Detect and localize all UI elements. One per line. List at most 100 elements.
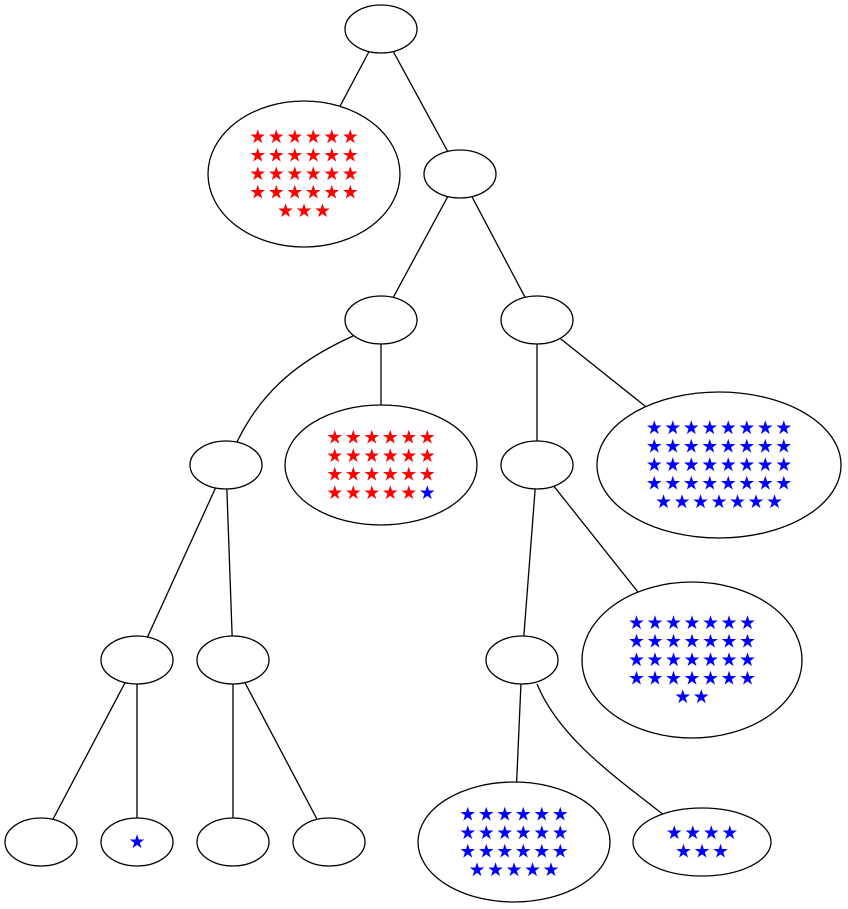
red-star-icon: ★ <box>419 463 436 485</box>
blue-star-icon: ★ <box>757 454 774 476</box>
blue-star-icon: ★ <box>712 840 729 862</box>
blue-star-icon: ★ <box>738 473 755 495</box>
blue-star-icon: ★ <box>655 491 672 513</box>
blue-star-icon: ★ <box>646 612 663 634</box>
blue-star-icon: ★ <box>468 859 485 881</box>
red-star-icon: ★ <box>400 445 417 467</box>
blue-star-icon: ★ <box>664 473 681 495</box>
red-star-icon: ★ <box>382 482 399 504</box>
blue-star-icon: ★ <box>683 436 700 458</box>
blue-star-icon: ★ <box>701 436 718 458</box>
node-n3 <box>344 295 418 345</box>
red-star-icon: ★ <box>382 426 399 448</box>
blue-star-icon: ★ <box>693 840 710 862</box>
blue-star-icon: ★ <box>683 649 700 671</box>
node-n15 <box>196 817 270 867</box>
blue-star-icon: ★ <box>664 417 681 439</box>
red-star-icon: ★ <box>363 463 380 485</box>
edge-root-n2 <box>392 51 449 152</box>
blue-star-icon: ★ <box>646 631 663 653</box>
blue-star-icon: ★ <box>533 803 550 825</box>
node-n14: ★ <box>100 817 174 867</box>
blue-star-icon: ★ <box>720 436 737 458</box>
edge-n11-n18 <box>536 683 666 817</box>
red-star-icon: ★ <box>326 445 343 467</box>
red-star-icon: ★ <box>249 182 266 204</box>
blue-star-icon: ★ <box>459 840 476 862</box>
blue-star-icon: ★ <box>496 840 513 862</box>
node-ellipse <box>344 295 418 345</box>
node-n2 <box>423 149 497 199</box>
node-n13 <box>4 817 78 867</box>
red-star-icon: ★ <box>305 163 322 185</box>
blue-star-icon: ★ <box>478 822 495 844</box>
blue-star-icon: ★ <box>702 649 719 671</box>
edge-n2-n4 <box>471 196 526 298</box>
blue-star-icon: ★ <box>739 668 756 690</box>
blue-star-icon: ★ <box>419 482 436 504</box>
edges-layer <box>52 51 666 820</box>
red-star-icon: ★ <box>342 163 359 185</box>
blue-star-icon: ★ <box>665 612 682 634</box>
red-star-icon: ★ <box>305 145 322 167</box>
blue-star-icon: ★ <box>646 436 663 458</box>
blue-star-icon: ★ <box>702 631 719 653</box>
blue-star-icon: ★ <box>646 473 663 495</box>
blue-star-icon: ★ <box>675 840 692 862</box>
blue-star-icon: ★ <box>496 822 513 844</box>
red-star-icon: ★ <box>345 445 362 467</box>
blue-star-icon: ★ <box>720 649 737 671</box>
node-n12: ★★★★★★★★★★★★★★★★★★★★★★★★★★★★★★ <box>581 581 803 739</box>
edge-n3-n5 <box>236 335 354 443</box>
blue-star-icon: ★ <box>664 436 681 458</box>
blue-star-icon: ★ <box>552 803 569 825</box>
blue-star-icon: ★ <box>533 822 550 844</box>
blue-star-icon: ★ <box>757 417 774 439</box>
blue-star-icon: ★ <box>683 473 700 495</box>
red-star-icon: ★ <box>326 463 343 485</box>
red-star-icon: ★ <box>345 463 362 485</box>
blue-star-icon: ★ <box>487 859 504 881</box>
node-ellipse <box>485 635 559 685</box>
red-star-icon: ★ <box>249 163 266 185</box>
red-star-icon: ★ <box>342 145 359 167</box>
blue-star-icon: ★ <box>738 436 755 458</box>
blue-star-icon: ★ <box>542 859 559 881</box>
blue-star-icon: ★ <box>683 454 700 476</box>
red-star-icon: ★ <box>363 482 380 504</box>
blue-star-icon: ★ <box>766 491 783 513</box>
red-star-icon: ★ <box>363 426 380 448</box>
blue-star-icon: ★ <box>646 649 663 671</box>
blue-star-icon: ★ <box>720 612 737 634</box>
blue-star-icon: ★ <box>701 473 718 495</box>
red-star-icon: ★ <box>382 445 399 467</box>
red-star-icon: ★ <box>268 126 285 148</box>
blue-star-icon: ★ <box>775 454 792 476</box>
blue-star-icon: ★ <box>646 668 663 690</box>
red-star-icon: ★ <box>277 200 294 222</box>
blue-star-icon: ★ <box>646 417 663 439</box>
red-star-icon: ★ <box>382 463 399 485</box>
blue-star-icon: ★ <box>515 840 532 862</box>
red-star-icon: ★ <box>342 126 359 148</box>
red-star-icon: ★ <box>305 182 322 204</box>
node-n18: ★★★★★★★ <box>632 807 772 877</box>
blue-star-icon: ★ <box>533 840 550 862</box>
blue-star-icon: ★ <box>729 491 746 513</box>
edge-root-n1 <box>339 51 370 107</box>
blue-star-icon: ★ <box>628 631 645 653</box>
blue-star-icon: ★ <box>628 612 645 634</box>
red-star-icon: ★ <box>268 163 285 185</box>
blue-star-icon: ★ <box>775 436 792 458</box>
red-star-icon: ★ <box>286 163 303 185</box>
blue-star-icon: ★ <box>496 803 513 825</box>
blue-star-icon: ★ <box>739 649 756 671</box>
node-ellipse <box>500 295 574 345</box>
node-ellipse <box>423 149 497 199</box>
blue-star-icon: ★ <box>665 649 682 671</box>
node-ellipse <box>100 817 174 867</box>
blue-star-icon: ★ <box>775 417 792 439</box>
blue-star-icon: ★ <box>666 822 683 844</box>
node-ellipse <box>196 635 270 685</box>
